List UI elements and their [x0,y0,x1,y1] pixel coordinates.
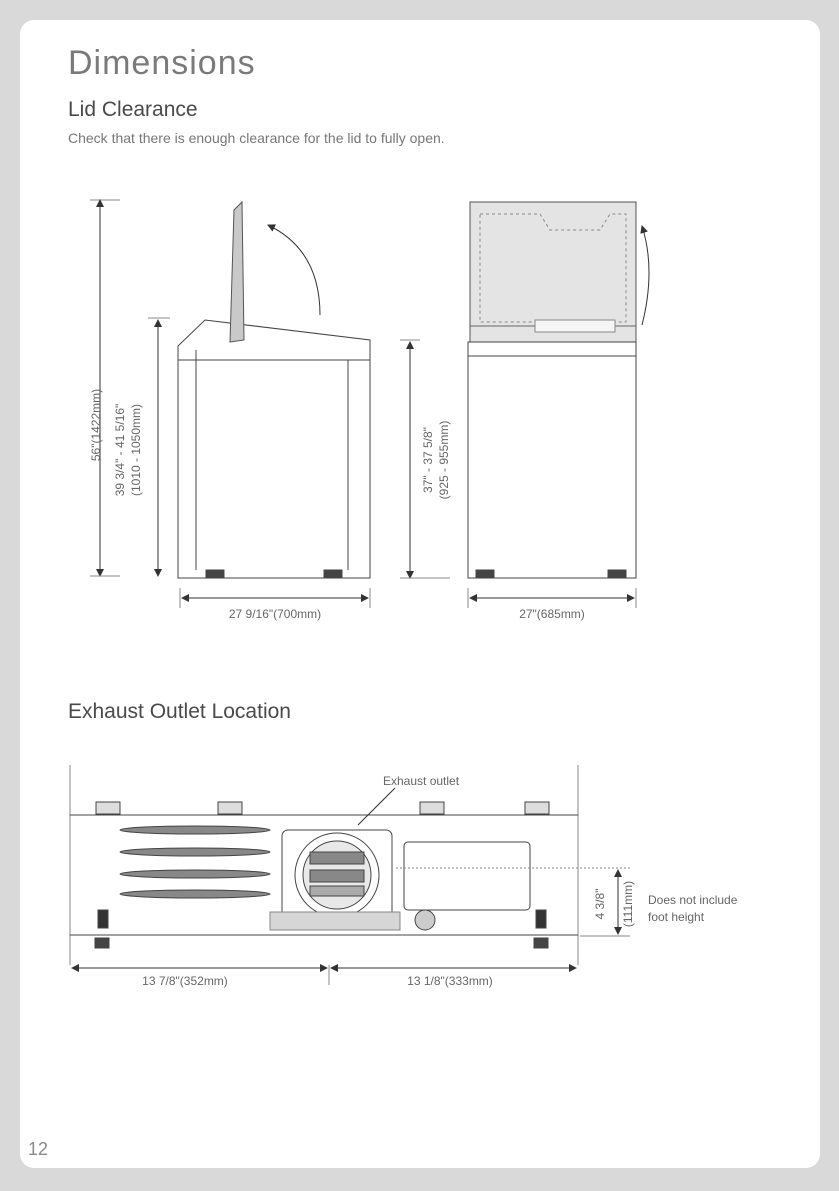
exhaust-height-metric: (111mm) [621,881,635,927]
exhaust-diagram [69,765,630,985]
lid-clearance-heading: Lid Clearance [68,98,198,121]
side-body-height-metric: (1010 - 1050mm) [129,404,143,496]
page-number: 12 [28,1139,49,1159]
exhaust-outlet-label: Exhaust outlet [383,774,460,788]
side-body-height-imperial: 39 3/4" - 41 5/16" [113,404,127,497]
exhaust-right-distance: 13 1/8"(333mm) [407,974,493,988]
exhaust-note-line1: Does not include [648,893,738,907]
exhaust-height-imperial: 4 3/8" [593,889,607,920]
side-total-height: 56"(1422mm) [89,389,103,461]
dimension-drawings: 56"(1422mm) 39 3/4" - 41 5/16" (1010 - 1… [69,199,738,988]
front-height-imperial: 37" - 37 5/8" [421,427,435,493]
front-height-metric: (925 - 955mm) [437,421,451,500]
side-view-washer [90,199,371,608]
exhaust-heading: Exhaust Outlet Location [68,700,291,723]
page-title: Dimensions [68,44,256,82]
lid-clearance-description: Check that there is enough clearance for… [68,130,445,146]
exhaust-left-distance: 13 7/8"(352mm) [142,974,228,988]
front-view-washer [400,201,650,608]
side-depth: 27 9/16"(700mm) [229,607,321,621]
exhaust-note-line2: foot height [648,910,705,924]
front-width: 27"(685mm) [519,607,585,621]
page: Dimensions Lid Clearance Check that ther… [20,20,820,1168]
